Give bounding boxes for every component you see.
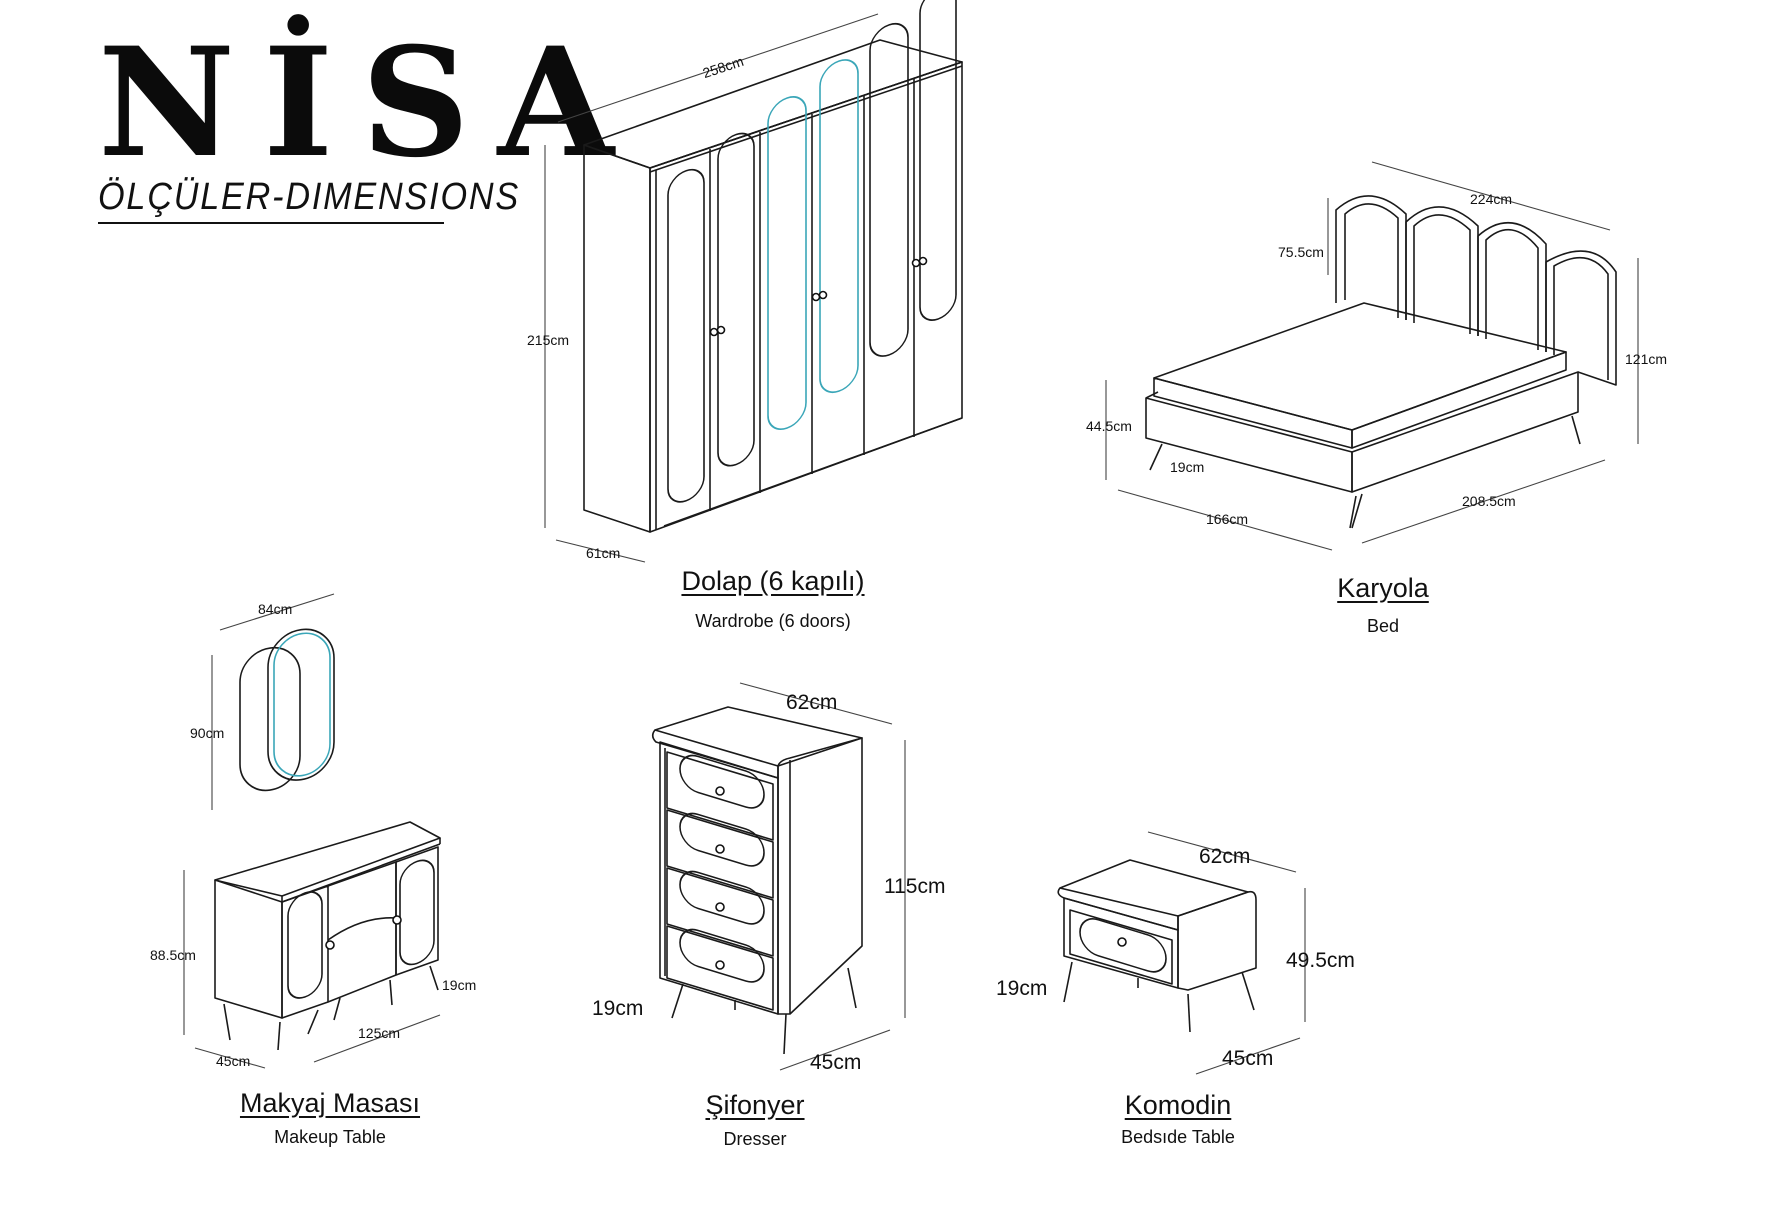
- dresser-subtitle: Dresser: [723, 1129, 787, 1149]
- wardrobe-subtitle: Wardrobe (6 doors): [695, 611, 851, 631]
- dresser-drawing: [651, 682, 906, 1071]
- bedside-depth-label: 45cm: [1222, 1047, 1274, 1070]
- wardrobe-depth-label: 61cm: [586, 545, 621, 561]
- bed-frame-height-label: 44.5cm: [1086, 418, 1132, 434]
- dresser-depth-label: 45cm: [810, 1051, 862, 1074]
- bed-length-label: 208.5cm: [1462, 493, 1516, 509]
- bedside-height-label: 49.5cm: [1286, 949, 1355, 972]
- makeup-table-subtitle: Makeup Table: [274, 1127, 386, 1147]
- mirror-width-label: 84cm: [258, 601, 293, 617]
- brand-logo: NİSA: [98, 15, 642, 191]
- wardrobe-height-label: 215cm: [527, 332, 570, 348]
- bed-drawing: [1105, 161, 1639, 551]
- makeup-table-title: Makyaj Masası: [239, 1088, 421, 1118]
- makeup-table-height-label: 88.5cm: [150, 947, 196, 963]
- dresser-width-label: 62cm: [786, 691, 838, 714]
- bed-subtitle: Bed: [1366, 616, 1400, 636]
- wardrobe-title: Dolap (6 kapılı): [681, 566, 865, 596]
- wardrobe-drawing: [544, 0, 963, 563]
- dresser-leg-label: 19cm: [592, 997, 644, 1020]
- dresser-height-label: 115cm: [884, 875, 946, 898]
- bed-width-label: 166cm: [1206, 511, 1249, 527]
- bed-total-height-label: 121cm: [1625, 351, 1668, 367]
- makeup-table-drawing: [183, 593, 441, 1069]
- bedside-title: Komodin: [1124, 1090, 1232, 1120]
- subtitle-underline: [98, 222, 444, 224]
- makeup-table-leg-label: 19cm: [442, 977, 477, 993]
- makeup-table-depth-label: 45cm: [216, 1053, 251, 1069]
- mirror-height-label: 90cm: [190, 725, 225, 741]
- bed-headboard-height-label: 75.5cm: [1278, 244, 1324, 260]
- bed-title: Karyola: [1337, 573, 1429, 603]
- makeup-table-width-label: 125cm: [358, 1025, 401, 1041]
- bedside-leg-label: 19cm: [996, 977, 1048, 1000]
- bedside-subtitle: Bedsıde Table: [1121, 1127, 1235, 1147]
- bedside-drawing: [1057, 831, 1306, 1075]
- page-subtitle: ÖLÇÜLER-DIMENSIONS: [98, 176, 520, 218]
- dresser-title: Şifonyer: [705, 1090, 805, 1120]
- bed-headboard-width-label: 224cm: [1470, 191, 1513, 207]
- bedside-width-label: 62cm: [1199, 845, 1251, 868]
- bed-leg-label: 19cm: [1170, 459, 1205, 475]
